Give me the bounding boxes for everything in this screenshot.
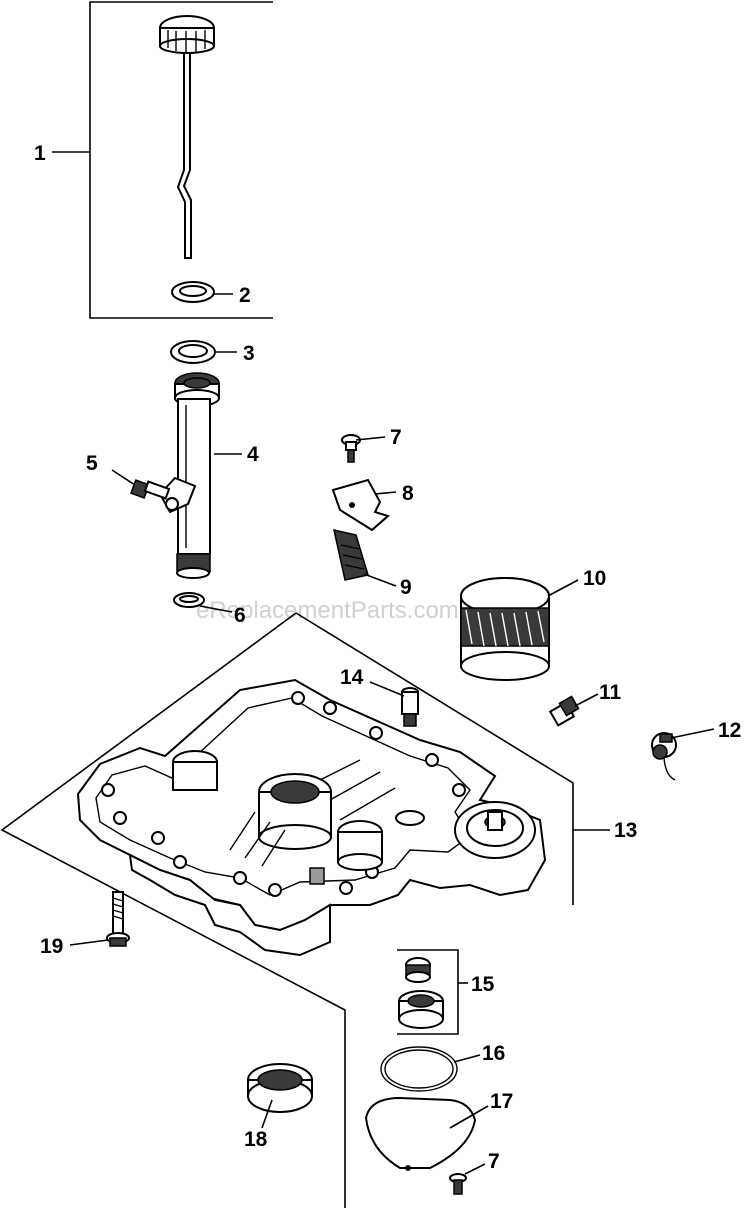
callout-9: 9 [400, 576, 412, 599]
leader-lines [52, 151, 715, 1175]
callout-16: 16 [482, 1042, 505, 1065]
bolt-tube-mount [130, 479, 171, 500]
o-ring-tube-bottom [173, 592, 205, 608]
callout-labels: 1 2 3 4 5 6 7 8 9 10 11 12 13 14 15 16 1… [34, 142, 741, 1173]
o-ring-cover [380, 1046, 458, 1092]
callout-4: 4 [247, 443, 259, 466]
group-bracket-oil-pan [0, 612, 574, 1208]
callout-14: 14 [340, 666, 364, 689]
dipstick-tube [158, 372, 220, 579]
callout-19: 19 [40, 935, 63, 958]
o-ring-upper [171, 281, 215, 303]
screw-upper [341, 434, 361, 463]
oil-pan [76, 678, 547, 957]
dipstick [159, 15, 215, 259]
watermark: eReplacementParts.com [196, 597, 459, 624]
oil-filter [460, 577, 550, 681]
group-bracket-dipstick [89, 1, 273, 319]
pump-cover-plate [364, 1096, 477, 1171]
callout-12: 12 [718, 719, 741, 742]
callout-2: 2 [239, 284, 251, 307]
callout-3: 3 [243, 342, 255, 365]
callout-13: 13 [614, 819, 637, 842]
oil-seal [247, 1063, 313, 1113]
baffle-plate [331, 478, 391, 532]
breather-fitting [401, 687, 419, 727]
oil-pump-gears [397, 949, 459, 1035]
callout-7-lower: 7 [488, 1150, 500, 1173]
o-ring-tube-top [170, 340, 216, 364]
callout-10: 10 [583, 567, 606, 590]
callout-7-upper: 7 [390, 426, 402, 449]
oil-pressure-switch [651, 732, 677, 781]
callout-18: 18 [244, 1128, 268, 1151]
callout-8: 8 [402, 482, 414, 505]
drain-plug [548, 695, 580, 727]
callout-5: 5 [86, 452, 98, 475]
callout-17: 17 [490, 1090, 513, 1113]
callout-11: 11 [599, 681, 622, 704]
oil-screen [333, 529, 369, 581]
callout-15: 15 [471, 973, 495, 996]
callout-1: 1 [34, 142, 46, 165]
callout-6: 6 [234, 604, 246, 627]
screw-lower [449, 1173, 467, 1195]
bolt-pan [106, 891, 130, 947]
